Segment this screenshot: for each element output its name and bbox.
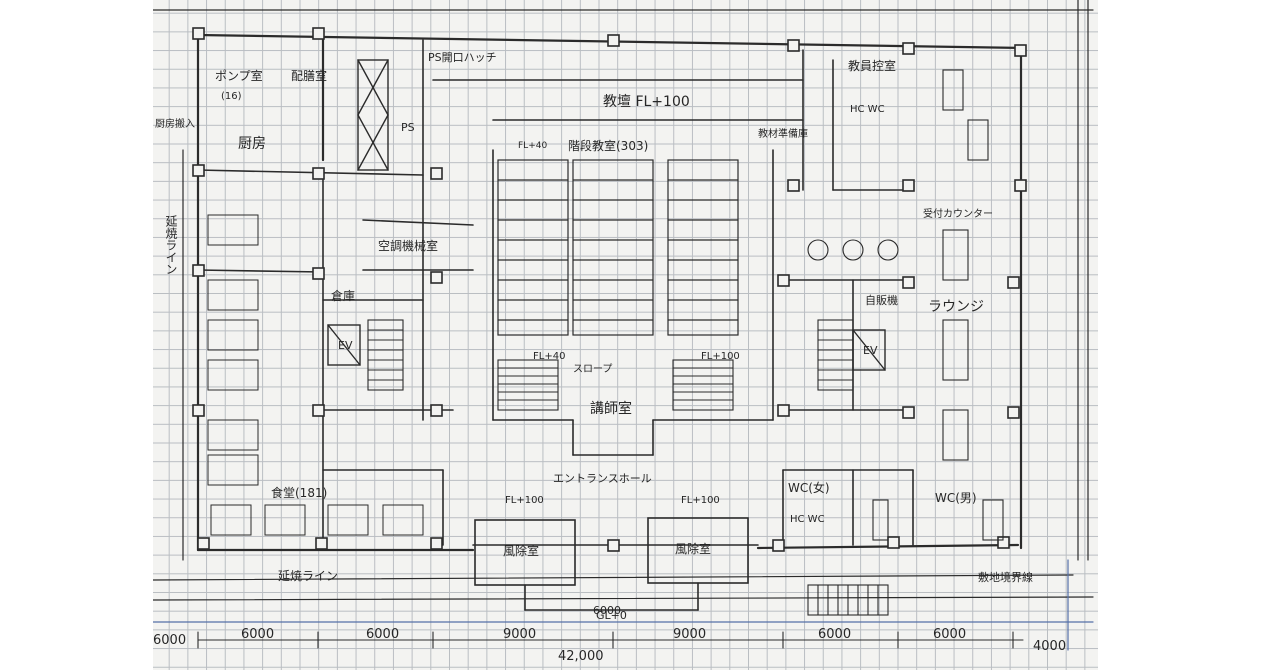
dimension-setback: 6000 [593, 604, 621, 617]
air-handling-label: 空調機械室 [378, 239, 439, 253]
structural-columns [192, 27, 1027, 552]
extension-line-bottom-label: 延焼ライン [278, 569, 339, 583]
dimension-6: 6000 [933, 627, 967, 642]
fl40-left-label: FL+40 [533, 351, 566, 362]
interior-walls [197, 39, 914, 546]
elevator-right-label: EV [863, 344, 878, 357]
pump-room-area: (16) [221, 91, 242, 102]
dimension-3: 9000 [503, 627, 537, 642]
dimension-7: 4000 [1033, 639, 1067, 654]
windbreak-rooms [474, 517, 749, 611]
cafeteria-label: 食堂(181) [271, 486, 328, 500]
floor-plan-sheet: ポンプ室 (16) 配膳室 厨房 厨房搬入 PS PS開口ハッチ 教壇 FL+1… [153, 0, 1098, 670]
lounge-furniture [807, 69, 1004, 541]
windbreak-a-label: 風除室 [503, 544, 540, 558]
lecture-hall-label: 階段教室(303) [568, 139, 649, 153]
extension-line-left-label: 延焼ライン [164, 215, 178, 275]
slope-label: スロープ [573, 364, 613, 375]
faculty-room-label: 教員控室 [848, 59, 897, 73]
dimension-total: 42,000 [558, 649, 604, 664]
lecturer-room-label: 講師室 [590, 401, 632, 417]
cafeteria-tables [207, 214, 424, 536]
lounge-label: ラウンジ [928, 299, 984, 315]
dimension-0: 6000 [153, 633, 187, 648]
entrance-hall-label: エントランスホール [553, 472, 652, 485]
ps-hatch-label: PS開口ハッチ [428, 51, 497, 64]
wc-female-label: WC(女) [788, 481, 830, 495]
lecture-seating [497, 159, 739, 336]
boundary-lines [153, 0, 1094, 651]
hc-wc-label: HC WC [850, 104, 885, 115]
gl-level-label: GL+0 [596, 609, 627, 622]
fl100-right-label: FL+100 [701, 351, 740, 362]
prep-room-label: 配膳室 [291, 69, 328, 83]
dimension-4: 9000 [673, 627, 707, 642]
stairs [367, 319, 889, 616]
stage-label: 教壇 FL+100 [603, 94, 690, 110]
dimension-2: 6000 [366, 627, 400, 642]
fl100-a-label: FL+100 [505, 495, 544, 506]
reception-counter-label: 受付カウンター [923, 209, 993, 220]
floor-plan-drawing [153, 0, 1094, 651]
kitchen-entrance-label: 厨房搬入 [155, 119, 195, 130]
site-boundary-label: 敷地境界線 [978, 571, 1033, 584]
hc-wc-bottom-label: HC WC [790, 514, 825, 525]
elevator-left-label: EV [338, 339, 353, 352]
fl40-label: FL+40 [518, 141, 548, 151]
dimension-5: 6000 [818, 627, 852, 642]
fl100-b-label: FL+100 [681, 495, 720, 506]
storage-label: 倉庫 [331, 289, 356, 303]
elevators [327, 59, 886, 371]
storage-room-label: 教材準備庫 [758, 129, 808, 140]
dimension-line [197, 631, 1024, 649]
pump-room-label: ポンプ室 [215, 69, 263, 83]
wc-male-label: WC(男) [935, 491, 977, 505]
kitchen-label: 厨房 [238, 136, 266, 152]
pipe-shaft-label: PS [401, 121, 415, 134]
dimension-1: 6000 [241, 627, 275, 642]
windbreak-b-label: 風除室 [675, 542, 712, 556]
vending-label: 自販機 [865, 294, 898, 307]
